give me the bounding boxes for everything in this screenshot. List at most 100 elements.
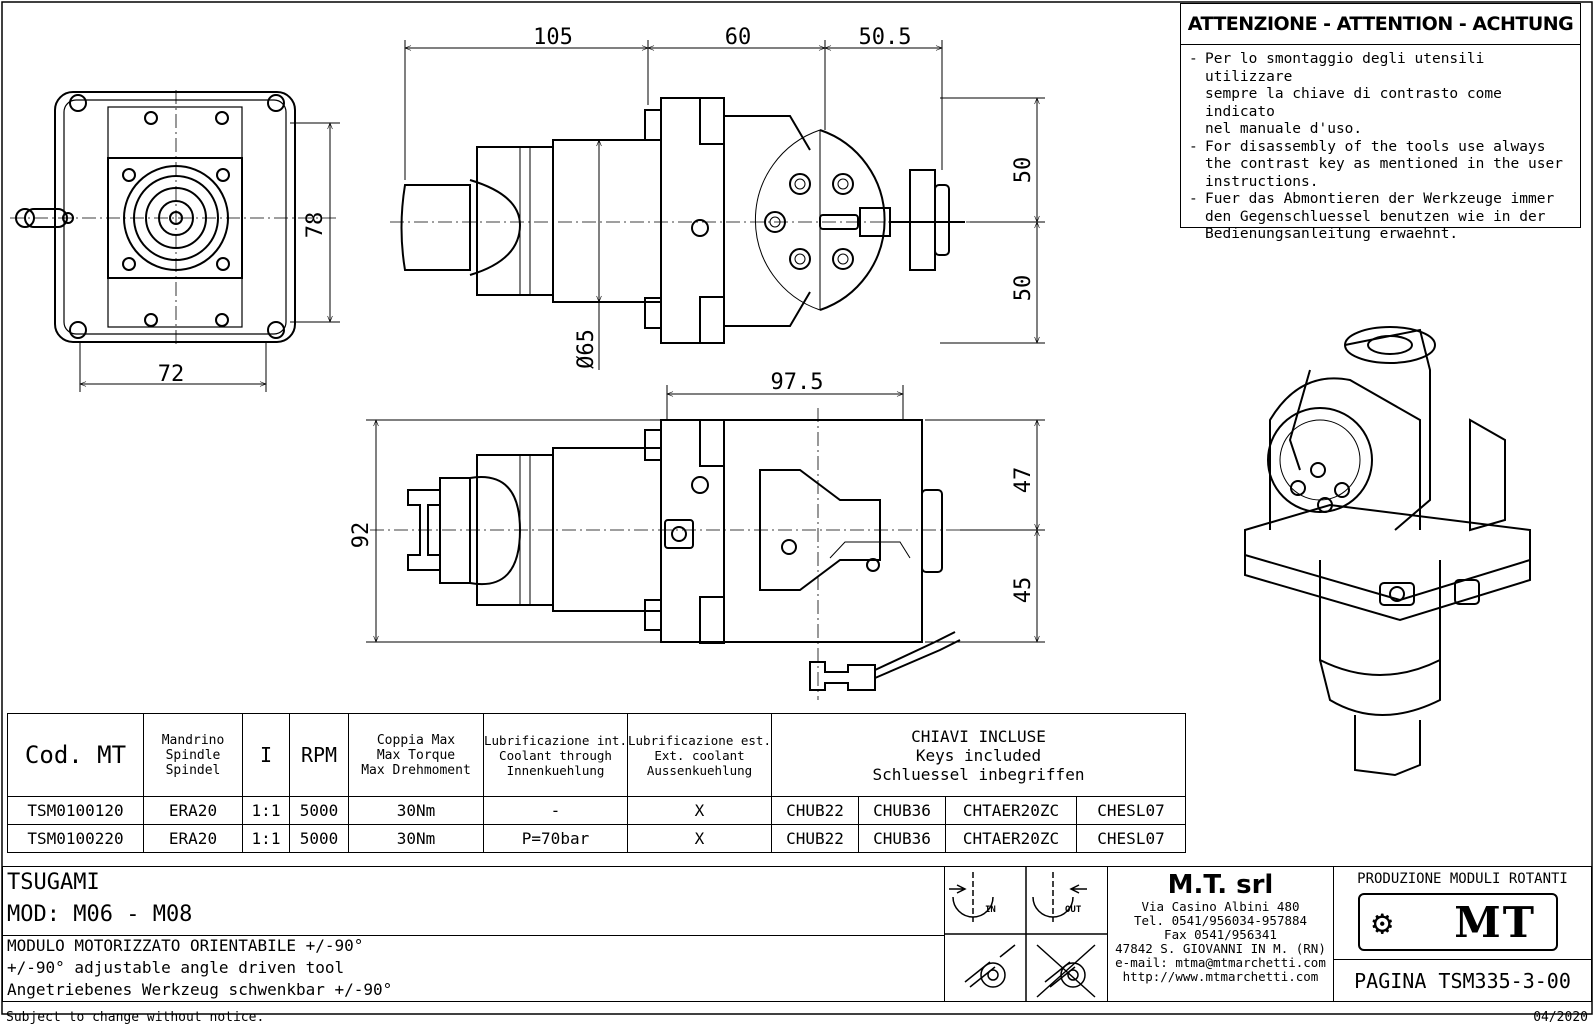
product-block: PRODUZIONE MODULI ROTANTI ⚙ MT PAGINA TS… — [1333, 866, 1592, 1002]
isometric-view — [1244, 326, 1531, 777]
header-coolant-ext: Lubrificazione est. Ext. coolant Aussenk… — [627, 713, 772, 797]
cell-code: TSM0100220 — [7, 824, 144, 853]
logo-module-icon: ⚙ — [1372, 903, 1393, 943]
header-coolant-int: Lubrificazione int. Coolant through Inne… — [483, 713, 628, 797]
company-email: e-mail: mtma@mtmarchetti.com — [1115, 955, 1326, 970]
header-coolant-ext-de: Aussenkuehlung — [646, 762, 753, 778]
header-torque-it: Coppia Max — [376, 732, 456, 748]
header-torque-de: Max Drehmoment — [361, 762, 471, 778]
attention-title: ATTENZIONE - ATTENTION - ACHTUNG — [1181, 4, 1580, 45]
logo-mt: MT — [1454, 897, 1536, 947]
cell-ratio: 1:1 — [242, 824, 290, 853]
table-row: TSM0100220 ERA20 1:1 5000 30Nm P=70bar X… — [7, 824, 1186, 853]
company-block: M.T. srl Via Casino Albini 480 Tel. 0541… — [1107, 866, 1334, 1002]
cell-coolant-int: P=70bar — [483, 824, 628, 853]
dim-top-width: 97.5 — [771, 370, 824, 395]
header-code: Cod. MT — [7, 713, 144, 797]
company-web: http://www.mtmarchetti.com — [1122, 969, 1319, 984]
machine-name: TSUGAMI — [7, 870, 100, 895]
cell-rpm: 5000 — [289, 824, 349, 853]
table-header-row: Cod. MT Mandrino Spindle Spindel I RPM C… — [7, 713, 1186, 797]
header-coolant-int-it: Lubrificazione int. — [484, 732, 627, 748]
cell-torque: 30Nm — [348, 824, 484, 853]
logo-frame: ⚙ MT — [1358, 893, 1558, 951]
cell-code: TSM0100120 — [7, 796, 144, 825]
company-tel: Tel. 0541/956034-957884 — [1133, 913, 1308, 928]
table-row: TSM0100120 ERA20 1:1 5000 30Nm - X CHUB2… — [7, 796, 1186, 825]
header-torque: Coppia Max Max Torque Max Drehmoment — [348, 713, 484, 797]
divider — [1334, 959, 1591, 960]
dim-top-height: 92 — [349, 522, 374, 549]
dim-top-lower: 45 — [1011, 577, 1036, 604]
company-name: M.T. srl — [1167, 870, 1274, 900]
dim-side-a: 105 — [533, 25, 573, 50]
cell-coolant-int: - — [483, 796, 628, 825]
footer-notice: Subject to change without notice. — [6, 1010, 265, 1025]
attention-item-en: For disassembly of the tools use always … — [1187, 139, 1580, 192]
cell-key-4: CHESL07 — [1076, 796, 1186, 825]
cell-key-2: CHUB36 — [858, 824, 946, 853]
attention-item-de: Fuer das Abmontieren der Werkzeuge immer… — [1187, 191, 1580, 244]
header-spindle-de: Spindel — [165, 762, 221, 778]
rotation-in-label: IN — [985, 905, 996, 915]
top-view — [370, 408, 961, 700]
company-address: Via Casino Albini 480 — [1141, 899, 1300, 914]
desc-de: Angetriebenes Werkzeug schwenkbar +/-90° — [7, 980, 393, 999]
dim-side-lower: 50 — [1011, 275, 1036, 302]
header-keys-en: Keys included — [915, 745, 1042, 765]
attention-item-it: Per lo smontaggio degli utensili utilizz… — [1187, 51, 1580, 139]
page-number: PAGINA TSM335-3-00 — [1354, 969, 1571, 993]
divider — [3, 935, 944, 936]
cell-coolant-ext: X — [627, 824, 772, 853]
spec-table: Cod. MT Mandrino Spindle Spindel I RPM C… — [7, 713, 1186, 853]
dim-side-c: 50.5 — [859, 25, 912, 50]
cell-key-1: CHUB22 — [771, 796, 859, 825]
cell-ratio: 1:1 — [242, 796, 290, 825]
dim-side-b: 60 — [725, 25, 752, 50]
cell-key-1: CHUB22 — [771, 824, 859, 853]
attention-box: ATTENZIONE - ATTENTION - ACHTUNG Per lo … — [1180, 3, 1581, 242]
header-ratio: I — [242, 713, 290, 797]
cell-key-3: CHTAER20ZC — [945, 796, 1077, 825]
front-view — [10, 90, 340, 345]
side-view — [390, 97, 980, 344]
cell-key-4: CHESL07 — [1076, 824, 1186, 853]
header-coolant-ext-it: Lubrificazione est. — [628, 732, 771, 748]
header-coolant-ext-en: Ext. coolant — [654, 747, 745, 763]
header-coolant-int-de: Innenkuehlung — [506, 762, 605, 778]
header-keys-it: CHIAVI INCLUSE — [911, 726, 1046, 746]
model-name: MOD: M06 - M08 — [7, 902, 193, 927]
dim-top-upper: 47 — [1011, 467, 1036, 494]
header-spindle: Mandrino Spindle Spindel — [143, 713, 243, 797]
desc-en: +/-90° adjustable angle driven tool — [7, 958, 345, 977]
header-spindle-en: Spindle — [165, 747, 221, 763]
header-torque-en: Max Torque — [376, 747, 456, 763]
company-city: 47842 S. GIOVANNI IN M. (RN) — [1115, 941, 1326, 956]
title-block-desc: TSUGAMI MOD: M06 - M08 MODULO MOTORIZZAT… — [2, 866, 945, 1002]
footer-date: 04/2020 — [1533, 1010, 1588, 1025]
attention-list: Per lo smontaggio degli utensili utilizz… — [1187, 51, 1580, 244]
rotation-out-label: OUT — [1065, 905, 1082, 915]
header-spindle-it: Mandrino — [161, 732, 225, 748]
cell-torque: 30Nm — [348, 796, 484, 825]
header-keys: CHIAVI INCLUSE Keys included Schluessel … — [771, 713, 1186, 797]
rotation-symbols — [945, 867, 1107, 1001]
rotation-block: IN OUT — [944, 866, 1108, 1002]
cell-spindle: ERA20 — [143, 824, 243, 853]
cell-spindle: ERA20 — [143, 796, 243, 825]
company-fax: Fax 0541/956341 — [1164, 927, 1277, 942]
cell-key-3: CHTAER20ZC — [945, 824, 1077, 853]
header-coolant-int-en: Coolant through — [499, 747, 612, 763]
dim-side-upper: 50 — [1011, 157, 1036, 184]
header-keys-de: Schluessel inbegriffen — [872, 764, 1085, 784]
cell-rpm: 5000 — [289, 796, 349, 825]
cell-coolant-ext: X — [627, 796, 772, 825]
product-line: PRODUZIONE MODULI ROTANTI — [1357, 871, 1568, 887]
desc-it: MODULO MOTORIZZATO ORIENTABILE +/-90° — [7, 936, 364, 955]
dim-side-diameter: Ø65 — [574, 329, 599, 369]
header-rpm: RPM — [289, 713, 349, 797]
dim-front-height: 78 — [303, 212, 328, 239]
cell-key-2: CHUB36 — [858, 796, 946, 825]
dim-front-width: 72 — [158, 362, 185, 387]
